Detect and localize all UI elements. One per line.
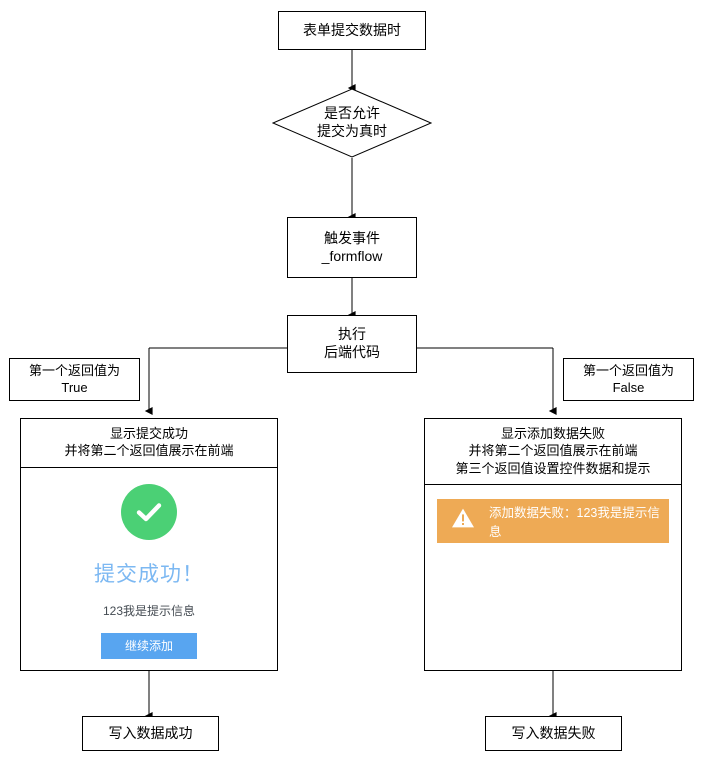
panel-success: 显示提交成功 并将第二个返回值展示在前端 提交成功！ 123我是提示信息 继续添…	[20, 418, 278, 671]
node-execute-label: 执行 后端代码	[324, 326, 380, 360]
node-end-success-label: 写入数据成功	[108, 724, 193, 741]
node-start-label: 表单提交数据时	[303, 21, 401, 38]
node-end-fail-label: 写入数据失败	[511, 724, 596, 741]
label-branch-true-text: 第一个返回值为 True	[28, 362, 120, 395]
label-branch-true: 第一个返回值为 True	[9, 358, 140, 401]
warning-triangle-icon	[451, 507, 475, 534]
check-circle-icon	[121, 483, 177, 540]
node-end-success[interactable]: 写入数据成功	[82, 716, 219, 751]
diamond-shape	[272, 88, 432, 158]
success-message: 123我是提示信息	[102, 603, 196, 618]
error-alert-bar[interactable]: 添加数据失败：123我是提示信息	[437, 498, 669, 543]
label-branch-false-text: 第一个返回值为 False	[582, 362, 674, 395]
panel-failure-body: 添加数据失败：123我是提示信息	[425, 485, 681, 675]
node-decision[interactable]: 是否允许 提交为真时	[272, 88, 432, 158]
panel-failure: 显示添加数据失败 并将第二个返回值展示在前端 第三个返回值设置控件数据和提示 添…	[424, 418, 682, 671]
node-trigger[interactable]: 触发事件 _formflow	[287, 217, 417, 278]
success-title: 提交成功！	[94, 562, 204, 586]
node-trigger-label: 触发事件 _formflow	[321, 229, 383, 264]
continue-add-button[interactable]: 继续添加	[101, 632, 197, 659]
panel-success-body: 提交成功！ 123我是提示信息 继续添加	[21, 468, 277, 673]
node-decision-label: 是否允许 提交为真时	[317, 105, 387, 139]
node-start[interactable]: 表单提交数据时	[278, 11, 426, 50]
error-alert-text: 添加数据失败：123我是提示信息	[489, 505, 660, 539]
node-end-fail[interactable]: 写入数据失败	[485, 716, 622, 751]
panel-failure-header: 显示添加数据失败 并将第二个返回值展示在前端 第三个返回值设置控件数据和提示	[425, 419, 681, 485]
label-branch-false: 第一个返回值为 False	[563, 358, 694, 401]
panel-success-header: 显示提交成功 并将第二个返回值展示在前端	[21, 419, 277, 468]
node-execute[interactable]: 执行 后端代码	[287, 315, 417, 373]
check-mark-icon	[136, 502, 162, 521]
